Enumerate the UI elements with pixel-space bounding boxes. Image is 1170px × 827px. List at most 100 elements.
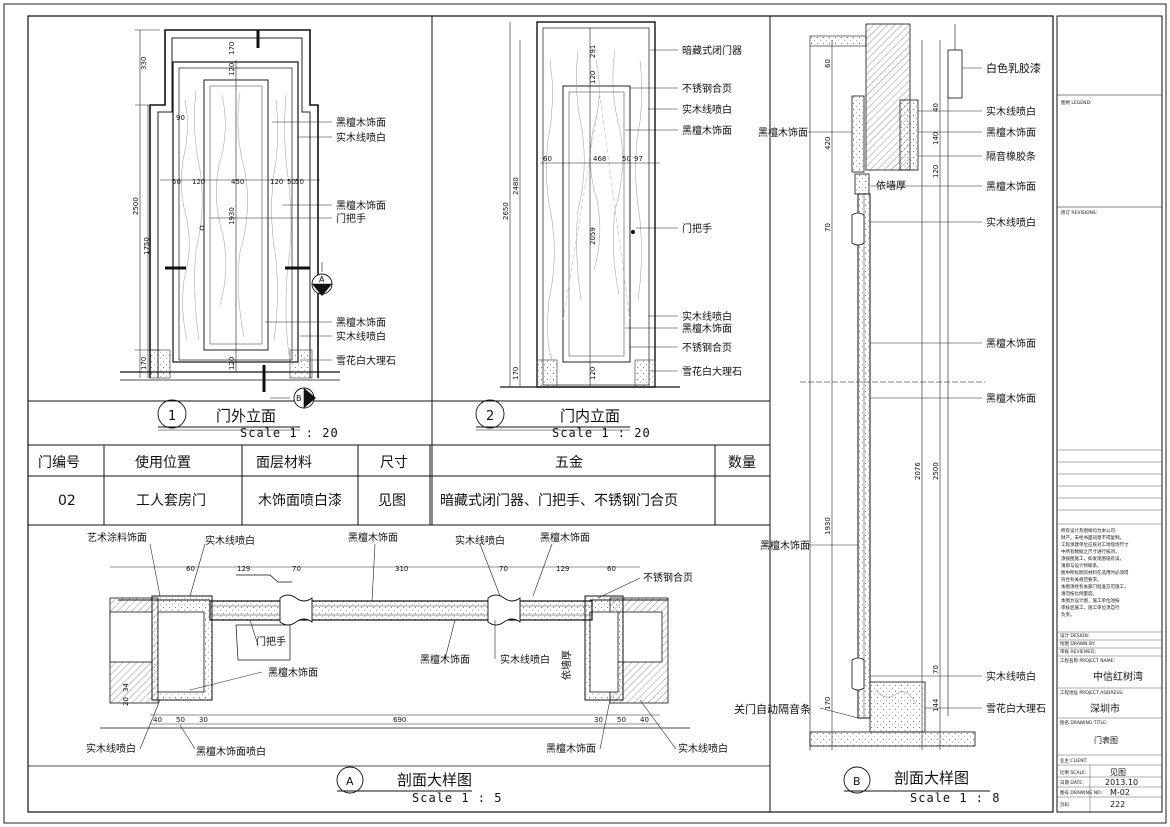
- section-marker-a-letter: A: [319, 275, 325, 284]
- tb-note-line: 须按图施工，如发现图纸有误，: [1061, 555, 1124, 562]
- va-label-13: 黑檀木饰面: [546, 742, 596, 755]
- tb-project-label: 工程名称 PROJECT NAME:: [1060, 657, 1115, 664]
- tb-page-label: 页码: [1060, 801, 1069, 808]
- vb-label-8: 黑檀木饰面: [758, 126, 808, 139]
- door-schedule-table: 门编号 使用位置 面层材料 尺寸 五金 数量 02 工人套房门 木饰面喷白漆 见…: [28, 444, 770, 526]
- view-a-number: A: [346, 775, 354, 788]
- tb-scale-label: 比例 SCALE:: [1060, 769, 1086, 776]
- v2-label-3: 实木线喷白: [682, 103, 732, 116]
- vb-dim-170: 170: [824, 697, 832, 710]
- va-dim-690: 690: [393, 716, 406, 724]
- va-dim-129-l: 129: [237, 565, 250, 573]
- v1-dim-50-b: 50: [287, 178, 296, 186]
- tb-design-label: 设计 DESIGN:: [1060, 632, 1089, 639]
- tb-note-line: 请勿按比例量度。: [1061, 590, 1097, 597]
- va-label-12: 黑檀木饰面喷白: [196, 745, 266, 758]
- vb-dim-70-top: 70: [824, 223, 832, 232]
- view-1-title: 门外立面: [216, 407, 276, 425]
- vb-dim-1930: 1930: [824, 517, 832, 535]
- v2-label-2: 不锈钢合页: [682, 82, 732, 95]
- table-header-qty: 数量: [728, 455, 756, 471]
- view-a-title: 剖面大样图: [397, 771, 472, 789]
- va-label-7: 门把手: [256, 635, 286, 648]
- tb-note-line: 请即与设计师联系。: [1061, 562, 1102, 569]
- vb-label-5: 黑檀木饰面: [986, 180, 1036, 193]
- vb-dim-40: 40: [932, 103, 940, 112]
- va-dim-310: 310: [395, 565, 408, 573]
- table-header-size: 尺寸: [380, 455, 408, 471]
- table-header-hardware: 五金: [555, 455, 583, 471]
- v2-label-8: 不锈钢合页: [682, 341, 732, 354]
- view-a-number-circle: [336, 766, 364, 794]
- tb-note-line: 图中所标明的材料在选用时必须得: [1061, 569, 1129, 576]
- v1-dim-120-left: 120: [192, 178, 205, 186]
- v2-dim-291: 291: [589, 45, 597, 58]
- vb-label-1: 白色乳胶漆: [986, 61, 1041, 75]
- vb-dim-144: 144: [932, 698, 940, 712]
- va-dim-40-r: 40: [640, 716, 649, 724]
- tb-note-line: 负责。: [1061, 611, 1075, 618]
- va-dim-60-l: 60: [186, 565, 195, 573]
- view-b-section-detail: 60 420 140 40 120 70 1930 2076 2500 70 1…: [734, 23, 1046, 805]
- vb-label-7: 实木线喷白: [986, 216, 1036, 229]
- tb-note-line: 审核后施工，施工单位须自行: [1061, 604, 1120, 611]
- vb-label-6: 依墙厚: [876, 179, 906, 192]
- v1-label-6: 实木线喷白: [336, 330, 386, 343]
- view-a-section-detail: 60 129 70 310 70 129 60 34 20 40 50 30 6…: [28, 531, 770, 805]
- va-label-8: 黑檀木饰面: [268, 666, 318, 679]
- va-label-6: 不锈钢合页: [643, 571, 693, 584]
- table-cell-location: 工人套房门: [136, 493, 206, 509]
- va-label-3: 黑檀木饰面: [348, 531, 398, 544]
- v2-dim-97: 97: [634, 155, 643, 163]
- v2-dim-2480: 2480: [512, 177, 520, 195]
- view-1-exterior-elevation: 330 170 120 90 2500 1750 1930 450 120 12…: [120, 29, 396, 440]
- v1-dim-1930: 1930: [228, 207, 236, 225]
- v1-label-5: 黑檀木饰面: [336, 316, 386, 329]
- v1-dim-90: 90: [176, 114, 185, 122]
- v2-dim-120-bottom: 120: [589, 367, 597, 380]
- section-marker-b: B: [270, 387, 316, 409]
- v2-dim-170: 170: [512, 367, 520, 380]
- table-cell-hardware: 暗藏式闭门器、门把手、不锈钢门合页: [440, 493, 678, 509]
- v1-label-7: 雪花白大理石: [336, 354, 396, 367]
- view-b-number-circle: [843, 766, 871, 794]
- v1-dim-330: 330: [140, 57, 148, 70]
- vb-label-12: 关门自动隔音条: [734, 702, 811, 716]
- tb-date-value: 2013.10: [1105, 778, 1138, 787]
- view-b-title: 剖面大样图: [894, 769, 969, 787]
- v2-dim-60: 60: [543, 155, 552, 163]
- section-marker-a: A: [311, 262, 333, 296]
- vb-label-13: 雪花白大理石: [986, 702, 1046, 715]
- va-label-4: 实木线喷白: [455, 534, 505, 547]
- table-header-door-no: 门编号: [38, 455, 80, 471]
- v1-dim-50-c: 50: [295, 178, 304, 186]
- tb-drawing-no-label: 图号 DRAWING NO.:: [1060, 790, 1103, 796]
- view-1-number-circle: [157, 399, 187, 429]
- va-label-10: 依墙厚: [560, 650, 573, 680]
- va-label-5: 黑檀木饰面: [540, 531, 590, 544]
- tb-notes: 所有设计及图样均为本公司 财产，未经书面同意不得复制。 工程承建单位应核对工地现…: [1061, 527, 1129, 618]
- vb-label-14: 黑檀木饰面: [760, 539, 810, 552]
- va-dim-30-r: 30: [594, 716, 603, 724]
- table-cell-finish: 木饰面喷白漆: [258, 493, 342, 509]
- tb-note-line: 本图为设计图，施工单位须按: [1061, 597, 1120, 604]
- vb-dim-70-bottom: 70: [932, 665, 940, 674]
- va-dim-20: 20: [122, 697, 130, 706]
- va-label-9: 黑檀木饰面: [420, 653, 470, 666]
- v2-dim-50: 50: [622, 155, 631, 163]
- va-dim-40-l: 40: [153, 716, 162, 724]
- v1-dim-50-a: 50: [172, 178, 181, 186]
- tb-project-name: 中信红树湾: [1093, 670, 1143, 683]
- va-dim-50-r: 50: [617, 716, 626, 724]
- vb-dim-2076: 2076: [914, 462, 922, 480]
- v1-label-2: 实木线喷白: [336, 131, 386, 144]
- tb-note-line: 中所有数据之尺寸进行核对。: [1061, 548, 1120, 555]
- vb-dim-60: 60: [824, 59, 832, 68]
- v1-dim-450: 450: [231, 178, 244, 186]
- v2-dim-2650: 2650: [502, 202, 510, 220]
- tb-checked-label: 审核 REVIEWED:: [1060, 648, 1096, 655]
- va-label-11: 实木线喷白: [500, 653, 550, 666]
- tb-page-value: 222: [1110, 800, 1125, 809]
- tb-drawing-title: 门表图: [1094, 735, 1118, 745]
- vb-label-2: 实木线喷白: [986, 105, 1036, 118]
